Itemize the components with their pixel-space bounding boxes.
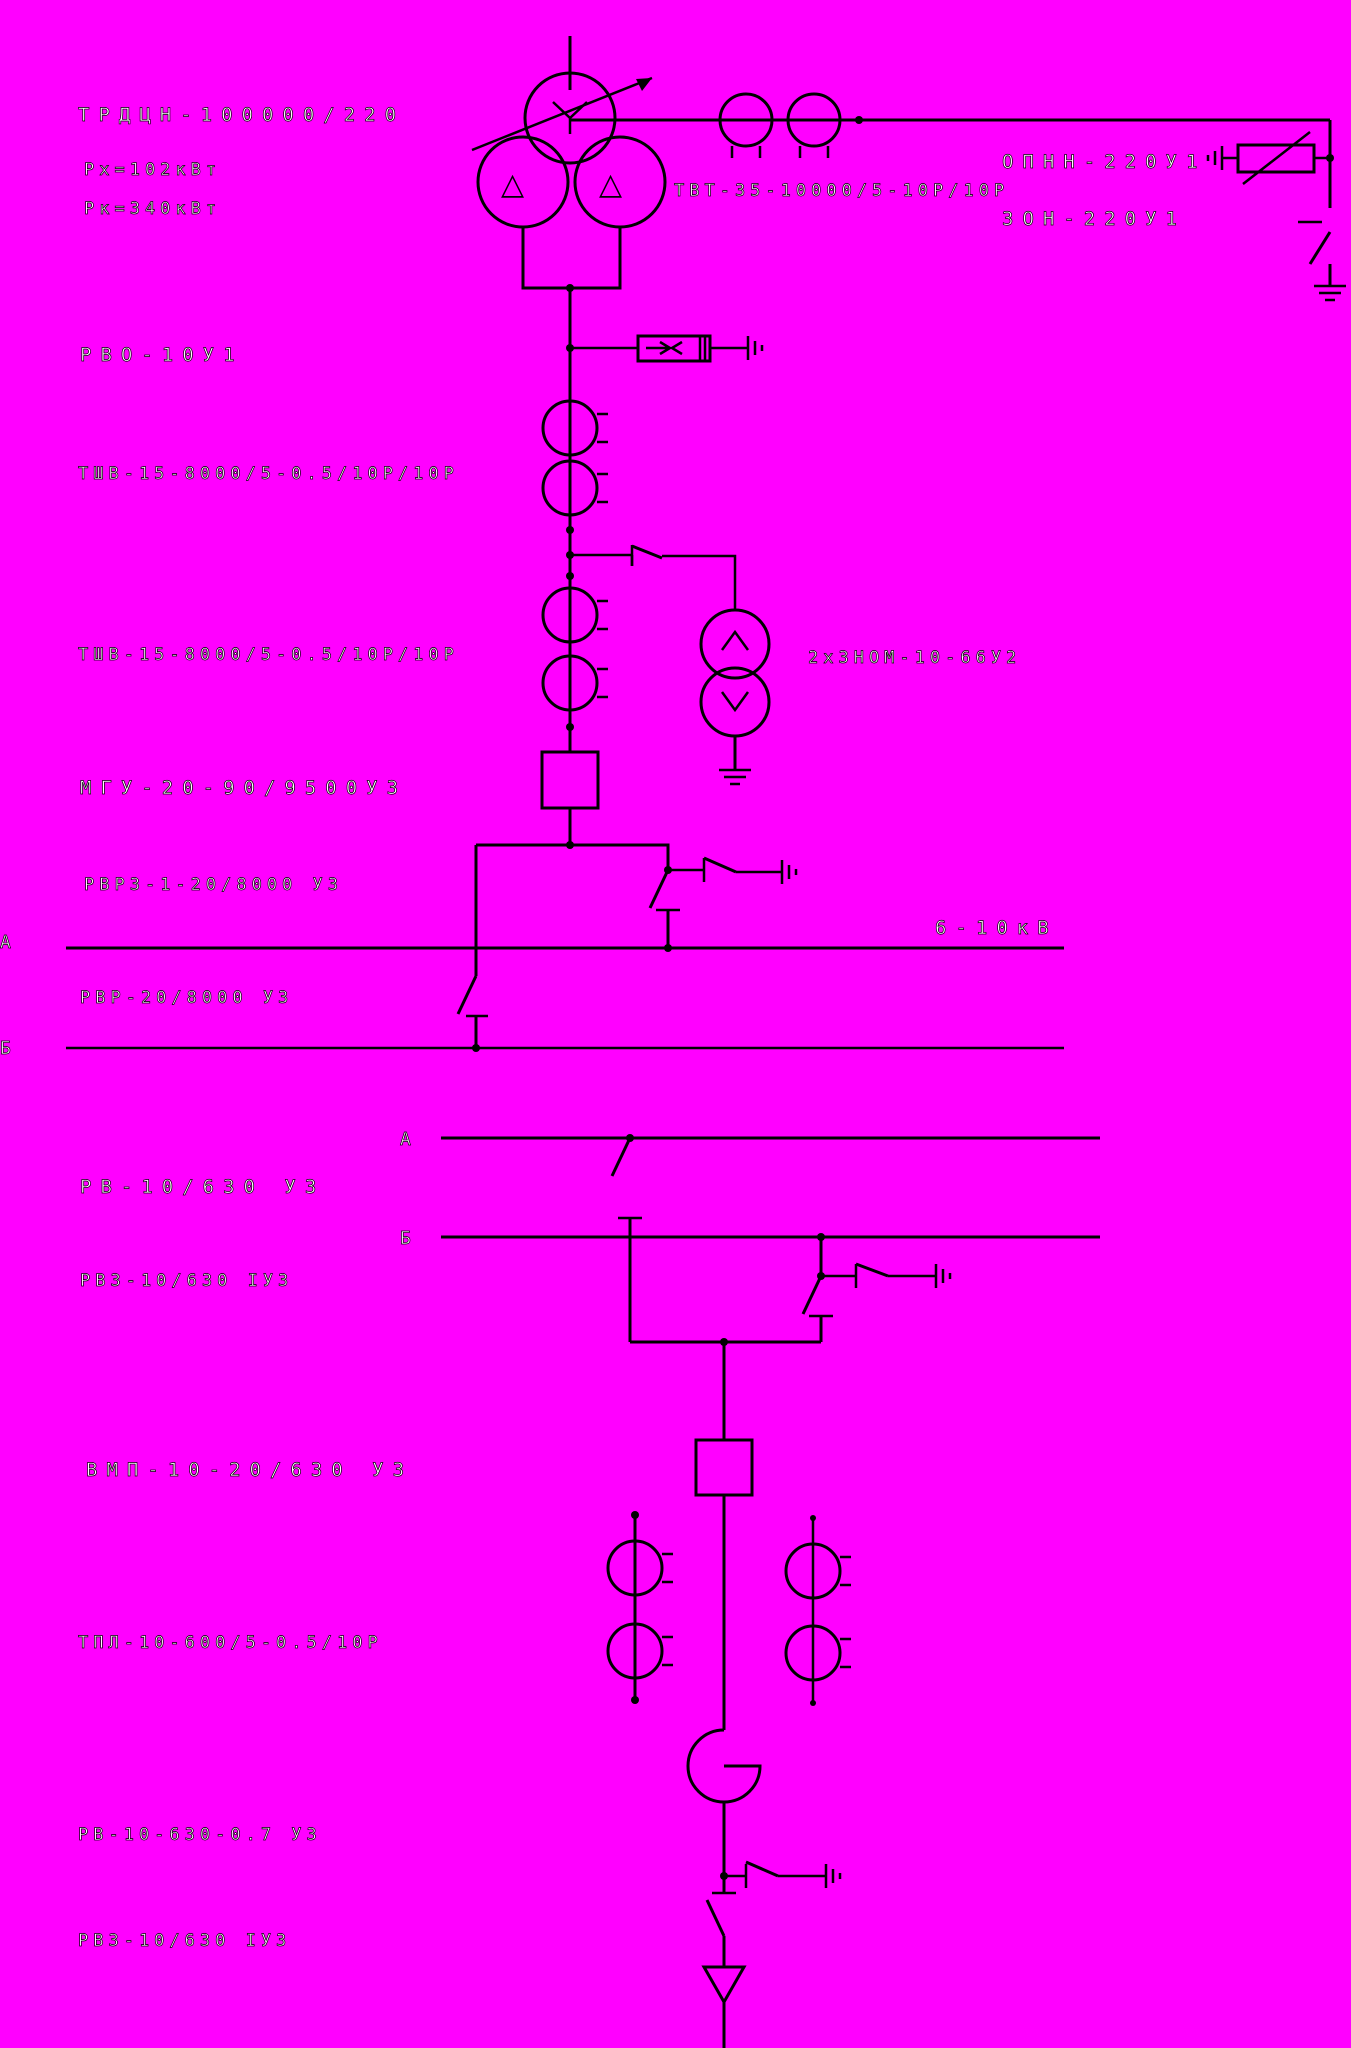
tvt-ct-1 [718, 92, 774, 148]
generator-leg [540, 284, 771, 849]
reactor-quarter [723, 1764, 762, 1804]
label-bus-a-lower: А [400, 1129, 411, 1150]
tpl-left-top-dot [631, 1511, 639, 1519]
cable-outlet-icon [701, 1965, 747, 2006]
tpl-right-top-dot [810, 1515, 816, 1521]
label-rv: РВ-10/630 У3 [80, 1176, 325, 1198]
junction-10 [472, 1044, 480, 1052]
znom-switch-blade [631, 544, 663, 560]
rvrz-blade [648, 869, 670, 909]
rv2-ground-icon [778, 1864, 842, 1888]
tsh-upper-ct-terminals [597, 412, 608, 504]
label-opn: ОПНН-220У1 [1002, 151, 1206, 173]
rvz-blade [801, 1275, 823, 1315]
rvz-ground-icon [888, 1264, 952, 1288]
power-transformer: △ △ [471, 36, 667, 290]
opn-ground-icon [1206, 146, 1224, 170]
rvo-ground-icon [746, 336, 764, 360]
junction-5 [566, 572, 574, 580]
rv-blade [610, 1137, 632, 1177]
neutral-circuit [570, 92, 1346, 302]
label-tpl: ТПЛ-10-600/5-0.5/10Р [78, 1633, 383, 1653]
lower-switchgear [441, 1134, 1100, 2048]
rvr-blade [456, 975, 478, 1015]
label-bus-a-upper: А [0, 932, 11, 953]
transformer-lv-leads [521, 227, 622, 290]
tpl-right-bottom-dot [810, 1700, 816, 1706]
label-bus-b-upper: Б [0, 1038, 11, 1059]
label-znom: 2хЗНОМ-10-66У2 [808, 648, 1021, 668]
delta-winding-icon-1: △ [501, 167, 524, 202]
tpl-left-ct-2 [606, 1622, 664, 1680]
rvo-gap-icon [646, 340, 683, 356]
label-vmp: ВМП-10-20/630 У3 [86, 1459, 413, 1481]
znom-wye-up-icon [720, 629, 750, 651]
znom-winding-1 [699, 608, 771, 680]
tap-changer-arrowhead-icon [636, 78, 652, 91]
reactor-arc [686, 1728, 725, 1804]
tap-changer-arrow [471, 76, 653, 152]
tpl-left-bottom-dot [631, 1696, 639, 1704]
tsh-lower-ct-terminals [597, 599, 608, 699]
tpl-right-terminals [840, 1555, 851, 1669]
label-bus-voltage: 6-10кВ [935, 917, 1058, 939]
zon-ground-icon [1314, 284, 1346, 302]
junction-3 [566, 526, 574, 534]
tpl-right-ct-2 [784, 1624, 842, 1682]
junction-6 [566, 723, 574, 731]
label-rv2: РВ-10-630-0.7 У3 [78, 1825, 322, 1845]
tsh-upper-ct-2 [541, 459, 599, 517]
label-mgu: МГУ-20-90/9500У3 [80, 777, 407, 799]
label-zon: ЗОН-220У1 [1002, 208, 1186, 230]
label-rvo: РВО-10У1 [80, 344, 244, 366]
tvt-ct-terminals [730, 146, 830, 158]
upper-switchgear [66, 843, 1064, 1052]
znom-wye-down-icon [720, 691, 750, 713]
tvt-ct-2 [786, 92, 842, 148]
label-px: Рх=102кВт [84, 160, 221, 180]
neutral-junction [855, 116, 863, 124]
tpl-right-ct-1 [784, 1542, 842, 1600]
tpl-left-terminals [662, 1552, 673, 1667]
label-pk: Рк=340кВт [84, 199, 221, 219]
rv2-ground-blade [745, 1860, 779, 1878]
mgu-breaker [540, 750, 600, 810]
label-tvt: ТВТ-35-10000/5-10Р/10Р [674, 181, 1009, 201]
label-rvr: РВР-20/8000 У3 [80, 988, 293, 1008]
label-transformer: ТРДЦН-100000/220 [78, 104, 405, 126]
label-rvrz: РВРЗ-1-20/8000 У3 [84, 875, 343, 895]
label-tsh-lower: ТШВ-15-8000/5-0.5/10Р/10Р [78, 645, 459, 665]
rvrz-ground-icon [736, 860, 798, 884]
label-tsh-upper: ТШВ-15-8000/5-0.5/10Р/10Р [78, 464, 459, 484]
rvz-ground-blade [855, 1262, 889, 1278]
vmp-breaker [694, 1438, 754, 1497]
wye-winding-icon [552, 101, 588, 134]
junction-1 [566, 284, 574, 292]
bus-tie-lead [476, 843, 670, 870]
znom-lead [662, 554, 737, 610]
label-rvz: РВЗ-10/630 IУ3 [80, 1271, 293, 1291]
rvrz-ground-blade [703, 856, 737, 874]
tsh-lower-ct-1 [541, 586, 599, 644]
rvo-cap-icon [698, 336, 707, 361]
labels: ТРДЦН-100000/220 Рх=102кВт Рк=340кВт ТВТ… [0, 104, 1206, 1952]
transformer-hv-winding [523, 71, 617, 165]
opn-varistor-stroke [1242, 131, 1311, 185]
znom-ground-icon [719, 768, 751, 786]
delta-winding-icon-2: △ [599, 167, 622, 202]
zon-switch-blade [1308, 231, 1332, 265]
tpl-left-ct-1 [606, 1539, 664, 1597]
tsh-lower-ct-2 [541, 654, 599, 712]
rvz2-blade [705, 1899, 726, 1937]
label-bus-b-lower: Б [400, 1228, 411, 1249]
label-rvz2: РВЗ-10/630 IУ3 [78, 1931, 291, 1951]
tsh-upper-ct-1 [541, 399, 599, 457]
